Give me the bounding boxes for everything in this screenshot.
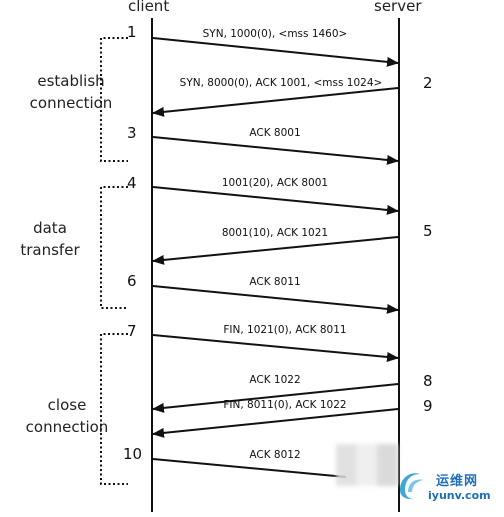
phase-establish-line1: establish: [37, 72, 105, 90]
phase-label-establish: establish connection: [22, 70, 120, 114]
seq-number-7: 7: [127, 322, 137, 340]
seq-number-2: 2: [423, 74, 433, 92]
message-label-2: SYN, 8000(0), ACK 1001, <mss 1024>: [179, 77, 383, 89]
watermark-mosaic: [336, 444, 398, 486]
message-label-4: 1001(20), ACK 8001: [221, 177, 329, 189]
phase-close-line1: close: [47, 396, 87, 414]
phase-close-line2: connection: [25, 418, 109, 436]
seq-number-3: 3: [127, 124, 137, 142]
phase-data-line1: data: [33, 219, 67, 237]
seq-number-4: 4: [127, 174, 137, 192]
seq-number-5: 5: [423, 222, 433, 240]
message-arrow-9: [152, 408, 399, 438]
message-label-6: ACK 8011: [249, 276, 301, 288]
client-header: client: [128, 0, 170, 15]
phase-label-close: close connection: [18, 394, 116, 438]
watermark-brand: 运维网: [436, 474, 479, 489]
seq-number-8: 8: [423, 372, 433, 390]
bracket-establish: [100, 37, 128, 162]
message-label-7: FIN, 1021(0), ACK 8011: [223, 324, 347, 336]
watermark-logo-icon: [400, 473, 424, 500]
bracket-close: [100, 333, 128, 485]
seq-number-9: 9: [423, 397, 433, 415]
server-header: server: [374, 0, 422, 15]
message-arrow-2: [152, 87, 399, 117]
phase-establish-line2: connection: [29, 94, 113, 112]
phase-data-line2: transfer: [20, 241, 80, 259]
message-arrow-4: [152, 186, 399, 215]
message-arrows: [152, 37, 399, 478]
message-arrow-8: [152, 383, 399, 413]
message-arrow-5: [152, 236, 399, 265]
message-arrow-7: [152, 334, 399, 362]
message-arrow-10: [152, 458, 347, 478]
message-label-5: 8001(10), ACK 1021: [221, 227, 329, 239]
message-label-9: FIN, 8011(0), ACK 1022: [223, 399, 347, 411]
message-label-10: ACK 8012: [249, 449, 301, 461]
message-arrow-6: [152, 285, 399, 314]
message-arrow-3: [152, 136, 399, 165]
bracket-data-transfer: [100, 186, 128, 309]
phase-label-data-transfer: data transfer: [10, 217, 90, 261]
watermark-url: iyunv.com: [428, 489, 491, 502]
message-label-3: ACK 8001: [249, 127, 301, 139]
seq-number-6: 6: [127, 272, 137, 290]
seq-number-1: 1: [127, 23, 137, 41]
seq-number-10: 10: [123, 445, 143, 463]
message-label-8: ACK 1022: [249, 374, 301, 386]
message-arrow-1: [152, 37, 399, 67]
message-label-1: SYN, 1000(0), <mss 1460>: [202, 28, 348, 40]
